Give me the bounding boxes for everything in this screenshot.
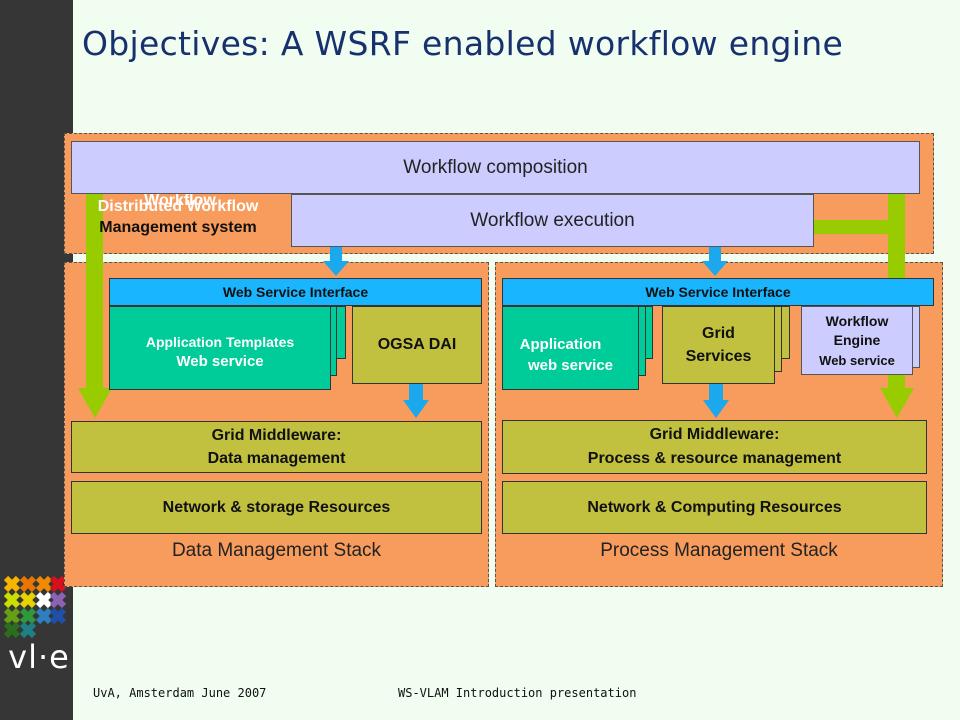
workflow-engine-line3: Web service bbox=[819, 353, 895, 368]
ogsa-dai-label: OGSA DAI bbox=[377, 336, 457, 353]
workflow-engine-line1: Workflow bbox=[825, 313, 889, 329]
left-web-service-interface-label: Web Service Interface bbox=[222, 284, 369, 300]
workflow-engine-line2: Engine bbox=[833, 332, 881, 348]
grid-services-box[interactable]: Grid Services bbox=[662, 306, 775, 384]
application-label-line2: web service bbox=[527, 357, 614, 374]
workflow-composition-label: Workflow composition bbox=[403, 156, 588, 178]
right-middleware-line2: Process & resource management bbox=[587, 450, 842, 467]
vle-logo-text: vl·e bbox=[8, 638, 70, 676]
app-templates-label-line1: Application Templates bbox=[145, 334, 295, 350]
grid-services-line2: Services bbox=[685, 347, 752, 365]
blue-arrow-exec-right-shaft bbox=[709, 247, 721, 262]
footer-center: WS-VLAM Introduction presentation bbox=[398, 686, 637, 700]
application-label-line1: Application bbox=[519, 336, 602, 353]
dwms-label-line1: Distributed Workflow bbox=[97, 198, 259, 215]
dwms-overlap-label: Workflow bbox=[144, 192, 216, 209]
right-web-service-interface[interactable]: Web Service Interface bbox=[502, 278, 934, 306]
application-box[interactable]: Application web service bbox=[502, 306, 639, 390]
network-storage-resources-label: Network & storage Resources bbox=[162, 498, 391, 516]
workflow-composition-box[interactable]: Workflow composition bbox=[71, 141, 920, 194]
right-grid-middleware-box[interactable]: Grid Middleware: Process & resource mana… bbox=[502, 420, 927, 474]
process-management-stack-label: Process Management Stack bbox=[600, 540, 838, 561]
slide-title: Objectives: A WSRF enabled workflow engi… bbox=[82, 24, 844, 63]
right-web-service-interface-label: Web Service Interface bbox=[645, 284, 791, 300]
workflow-execution-label: Workflow execution bbox=[470, 209, 635, 231]
grid-services-line1: Grid bbox=[702, 324, 735, 342]
blue-arrow-exec-right-head bbox=[702, 261, 728, 276]
green-arrow-left-head bbox=[78, 388, 112, 418]
green-arrow-connector bbox=[812, 220, 905, 234]
workflow-engine-box[interactable]: Workflow Engine Web service bbox=[801, 306, 913, 375]
dwms-label-line2: Management system bbox=[99, 219, 257, 236]
app-templates-box[interactable]: Application Templates Web service bbox=[109, 306, 331, 390]
left-middleware-line1: Grid Middleware: bbox=[211, 426, 342, 444]
blue-arrow-exec-left-head bbox=[323, 261, 349, 276]
green-arrow-right-head bbox=[880, 388, 914, 418]
network-computing-resources-label: Network & Computing Resources bbox=[587, 498, 842, 516]
right-middleware-line1: Grid Middleware: bbox=[649, 426, 780, 443]
green-arrow-left-shaft bbox=[86, 194, 103, 390]
workflow-execution-box[interactable]: Workflow execution bbox=[291, 194, 814, 247]
app-templates-label-line2: Web service bbox=[176, 353, 264, 370]
blue-arrow-exec-left-shaft bbox=[330, 247, 342, 262]
blue-arrow-grid-shaft bbox=[709, 384, 723, 402]
data-management-stack-label: Data Management Stack bbox=[171, 540, 382, 561]
blue-arrow-grid-head bbox=[703, 400, 729, 418]
vle-logo-icon bbox=[3, 575, 67, 639]
network-storage-resources-box[interactable]: Network & storage Resources bbox=[71, 481, 482, 534]
network-computing-resources-box[interactable]: Network & Computing Resources bbox=[502, 481, 927, 534]
left-middleware-line2: Data management bbox=[207, 449, 346, 467]
left-grid-middleware-box[interactable]: Grid Middleware: Data management bbox=[71, 421, 482, 473]
blue-arrow-ogsa-shaft bbox=[409, 384, 423, 402]
left-web-service-interface[interactable]: Web Service Interface bbox=[109, 278, 482, 306]
footer-left: UvA, Amsterdam June 2007 bbox=[93, 686, 267, 700]
blue-arrow-ogsa-head bbox=[403, 400, 429, 418]
ogsa-dai-box[interactable]: OGSA DAI bbox=[352, 306, 482, 384]
